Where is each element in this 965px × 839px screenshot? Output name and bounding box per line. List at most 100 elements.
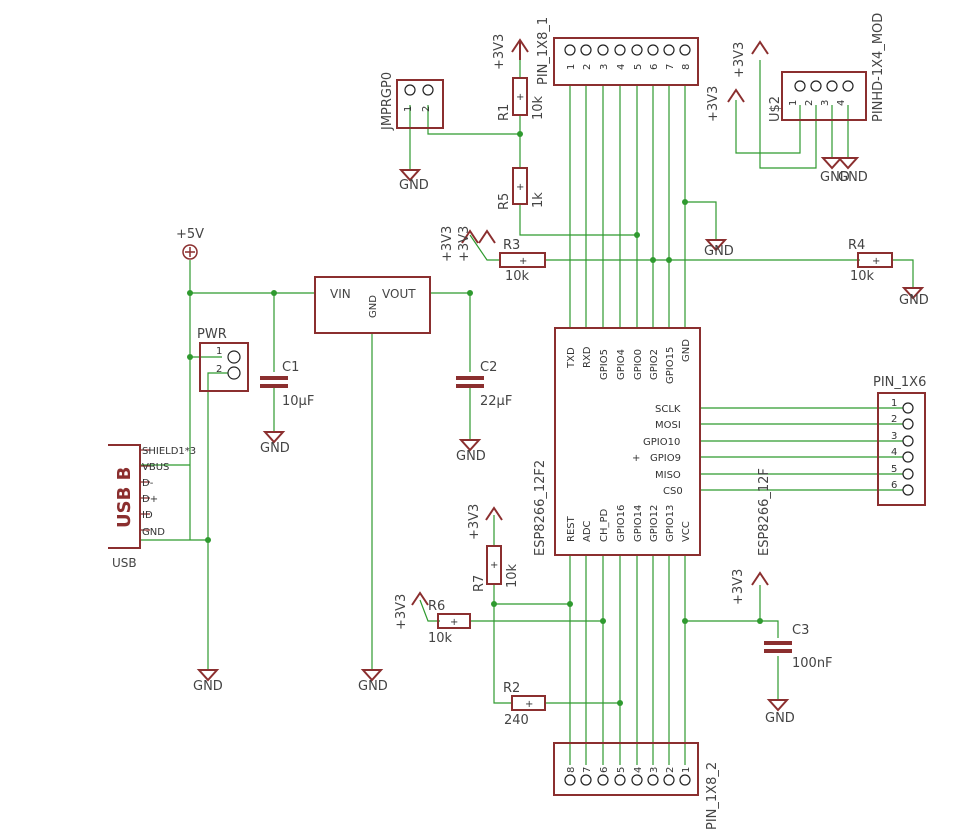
esp-title: ESP8266_12F2: [533, 460, 548, 556]
pwr-title: PWR: [197, 327, 227, 342]
usb-title: USB B: [114, 467, 135, 528]
esp-pin-chpd: CH_PD: [599, 508, 610, 542]
p16-pin-3: 3: [891, 431, 897, 442]
usb-pin-gnd: GND: [142, 527, 165, 538]
esp-pin-mosi: MOSI: [655, 420, 681, 431]
jmp-pin-1: 1: [403, 106, 414, 112]
gnd-label-pin1: GND: [704, 244, 734, 259]
r7-name: R7: [472, 575, 487, 592]
p16-title: PIN_1X6: [873, 375, 926, 390]
esp-pin-gpio5: GPIO5: [599, 349, 610, 380]
resistor-r2: + R2 240: [503, 681, 546, 728]
p81-pin-8: 8: [681, 64, 692, 70]
p81-pin-7: 7: [665, 64, 676, 70]
esp-pin-vcc: VCC: [681, 521, 692, 542]
p82-pin-8: 8: [566, 767, 577, 773]
gnd-label-r4: GND: [899, 293, 929, 308]
c2-name: C2: [480, 360, 497, 375]
r2-name: R2: [503, 681, 520, 696]
c2-value: 22µF: [480, 394, 512, 409]
r5-name: R5: [497, 193, 512, 210]
esp-pin-gnd: GND: [681, 339, 692, 362]
svg-text:+: +: [525, 699, 533, 710]
esp-pin-gpio9: GPIO9: [650, 453, 681, 464]
p3v3-label-c3: +3V3: [731, 569, 746, 605]
p82-pin-3: 3: [649, 767, 660, 773]
jmp-pin-2: 2: [421, 106, 432, 112]
esp-pin-gpio15: GPIO15: [665, 347, 676, 384]
p81-title: PIN_1X8_1: [536, 17, 551, 85]
usb-pin-dplus: D+: [142, 494, 158, 505]
pwr-header: 1 2 PWR: [197, 327, 249, 392]
svg-text:+: +: [516, 182, 524, 193]
plus-5v-label: +5V: [176, 227, 204, 242]
p3v3-label-r7: +3V3: [467, 504, 482, 540]
p81-pin-3: 3: [599, 64, 610, 70]
usb-pin-vbus: VBUS: [142, 462, 169, 473]
usb-pin-dminus: D-: [142, 478, 154, 489]
esp-pin-gpio16: GPIO16: [616, 505, 627, 542]
r5-value: 1k: [531, 192, 546, 208]
c1-name: C1: [282, 360, 299, 375]
resistor-r3: + R3 10k: [499, 238, 546, 284]
junctions: [187, 131, 763, 706]
pinhd-pin-1: 1: [788, 100, 799, 106]
plus-3v3-arrows: [411, 38, 769, 606]
pwr-pin-1: 1: [216, 346, 222, 357]
header-pinhd-1x4: 1 2 3 4 U$2 PINHD-1X4_MOD: [768, 13, 886, 122]
r4-name: R4: [848, 238, 865, 253]
resistor-r1: + R1 10k: [497, 77, 546, 121]
svg-text:+: +: [872, 256, 880, 267]
capacitor-c2: C2 22µF: [456, 360, 512, 409]
p3v3-label-r6: +3V3: [394, 594, 409, 630]
resistor-r4: + R4 10k: [848, 238, 893, 284]
esp-pin-adc: ADC: [582, 520, 593, 542]
resistor-r6: + R6 10k: [428, 599, 471, 646]
p81-pin-2: 2: [582, 64, 593, 70]
p16-pin-1: 1: [891, 398, 897, 409]
esp-right-pins: SCLK MOSI GPIO10 GPIO9 MISO CS0: [643, 404, 683, 497]
gnd-label-pwr: GND: [193, 679, 223, 694]
r3-name: R3: [503, 238, 520, 253]
usb-connector: USB B SHIELD1*3 VBUS D- D+ ID GND USB: [108, 444, 196, 570]
p81-pin-5: 5: [633, 64, 644, 70]
pinhd-title: PINHD-1X4_MOD: [871, 13, 886, 122]
gnd-label-c2: GND: [456, 449, 486, 464]
reg-vin: VIN: [330, 287, 351, 301]
usb-value: USB: [112, 556, 137, 570]
header-pin-1x8-1: 1 2 3 4 5 6 7 8 PIN_1X8_1: [536, 17, 699, 86]
c3-name: C3: [792, 623, 809, 638]
header-pin-1x6: 1 2 3 4 5 6 PIN_1X6: [873, 375, 926, 506]
jumper-jmprgp0: 1 2 JMPRGP0: [380, 72, 444, 131]
pwr-pin-2: 2: [216, 364, 222, 375]
svg-text:+: +: [516, 92, 524, 103]
gnd-label-pinhd4: GND: [838, 170, 868, 185]
p82-pin-5: 5: [616, 767, 627, 773]
esp-pin-rest: REST: [566, 515, 577, 542]
esp8266-module: TXD RXD GPIO5 GPIO4 GPIO0 GPIO2 GPIO15 G…: [533, 327, 772, 556]
pinhd-pin-3: 3: [820, 100, 831, 106]
esp-pin-gpio14: GPIO14: [633, 505, 644, 542]
resistor-r5: + R5 1k: [497, 167, 546, 210]
capacitor-c3: C3 100nF: [764, 623, 833, 671]
esp-pin-gpio12: GPIO12: [649, 505, 660, 542]
p3v3-label-r1: +3V3: [492, 34, 507, 70]
esp-pin-cs0: CS0: [663, 486, 683, 497]
gnd-label-reg: GND: [358, 679, 388, 694]
esp-pin-gpio10: GPIO10: [643, 437, 680, 448]
p3v3-label-r3b: +3V3: [457, 226, 472, 262]
p82-pin-2: 2: [665, 767, 676, 773]
svg-text:+: +: [490, 560, 498, 571]
p81-pin-4: 4: [616, 64, 627, 70]
pinhd-value: U$2: [768, 96, 783, 122]
p16-pin-4: 4: [891, 447, 897, 458]
r4-value: 10k: [850, 269, 875, 284]
usb-pin-id: ID: [142, 510, 153, 521]
esp-value: ESP8266_12F: [757, 468, 772, 556]
ground-symbols: [196, 157, 925, 712]
esp-pin-txd: TXD: [566, 347, 577, 369]
r6-value: 10k: [428, 631, 453, 646]
resistor-r7: + R7 10k: [472, 545, 520, 592]
svg-text:+: +: [450, 617, 458, 628]
